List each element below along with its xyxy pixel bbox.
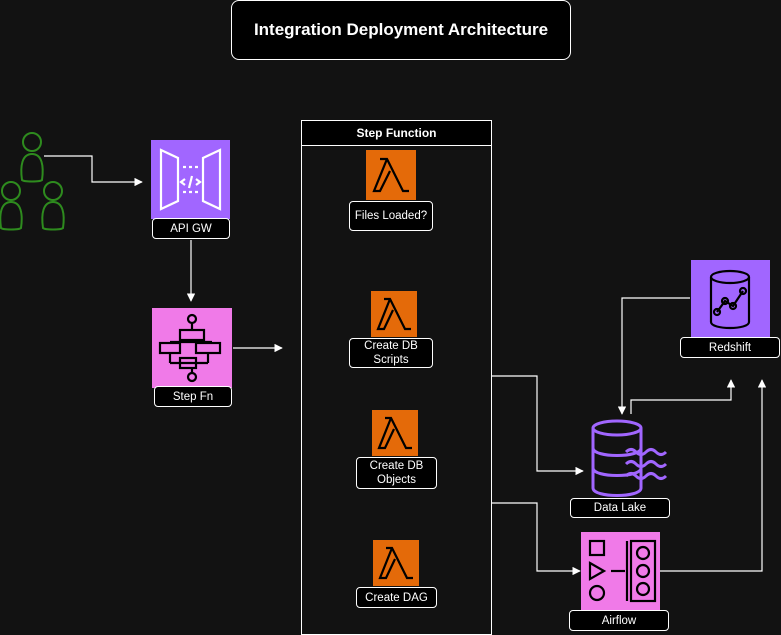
redshift-label: Redshift (680, 337, 780, 358)
api-gateway-icon (151, 140, 230, 219)
edge-stepfunction-to-airflow (492, 502, 581, 576)
data-lake-label: Data Lake (570, 498, 670, 518)
diagram-title: Integration Deployment Architecture (231, 0, 571, 60)
edge-airflow-to-redshift (660, 379, 767, 572)
step-functions-icon (152, 308, 232, 388)
edge-stepfunction-to-datalake (492, 375, 584, 476)
edge-datalake-to-redshift (630, 379, 736, 414)
step-files-loaded-label: Files Loaded? (349, 201, 433, 231)
data-lake-icon (591, 419, 668, 497)
users-icon (0, 132, 65, 231)
lambda-icon (373, 540, 419, 586)
step-create-db-scripts-label: Create DB Scripts (349, 338, 433, 368)
redshift-icon (691, 260, 770, 339)
lambda-icon (371, 291, 417, 337)
step-create-dag-label: Create DAG (356, 587, 437, 608)
step-fn-label: Step Fn (154, 386, 232, 407)
lambda-icon (372, 410, 418, 456)
edge-redshift-to-datalake (617, 297, 690, 415)
step-function-header: Step Function (302, 121, 491, 146)
lambda-icon (366, 150, 416, 200)
api-gw-label: API GW (152, 218, 230, 239)
airflow-icon (581, 532, 660, 611)
edge-users-to-apigw (44, 155, 143, 187)
step-create-db-objects-label: Create DB Objects (356, 457, 437, 489)
airflow-label: Airflow (569, 610, 669, 631)
